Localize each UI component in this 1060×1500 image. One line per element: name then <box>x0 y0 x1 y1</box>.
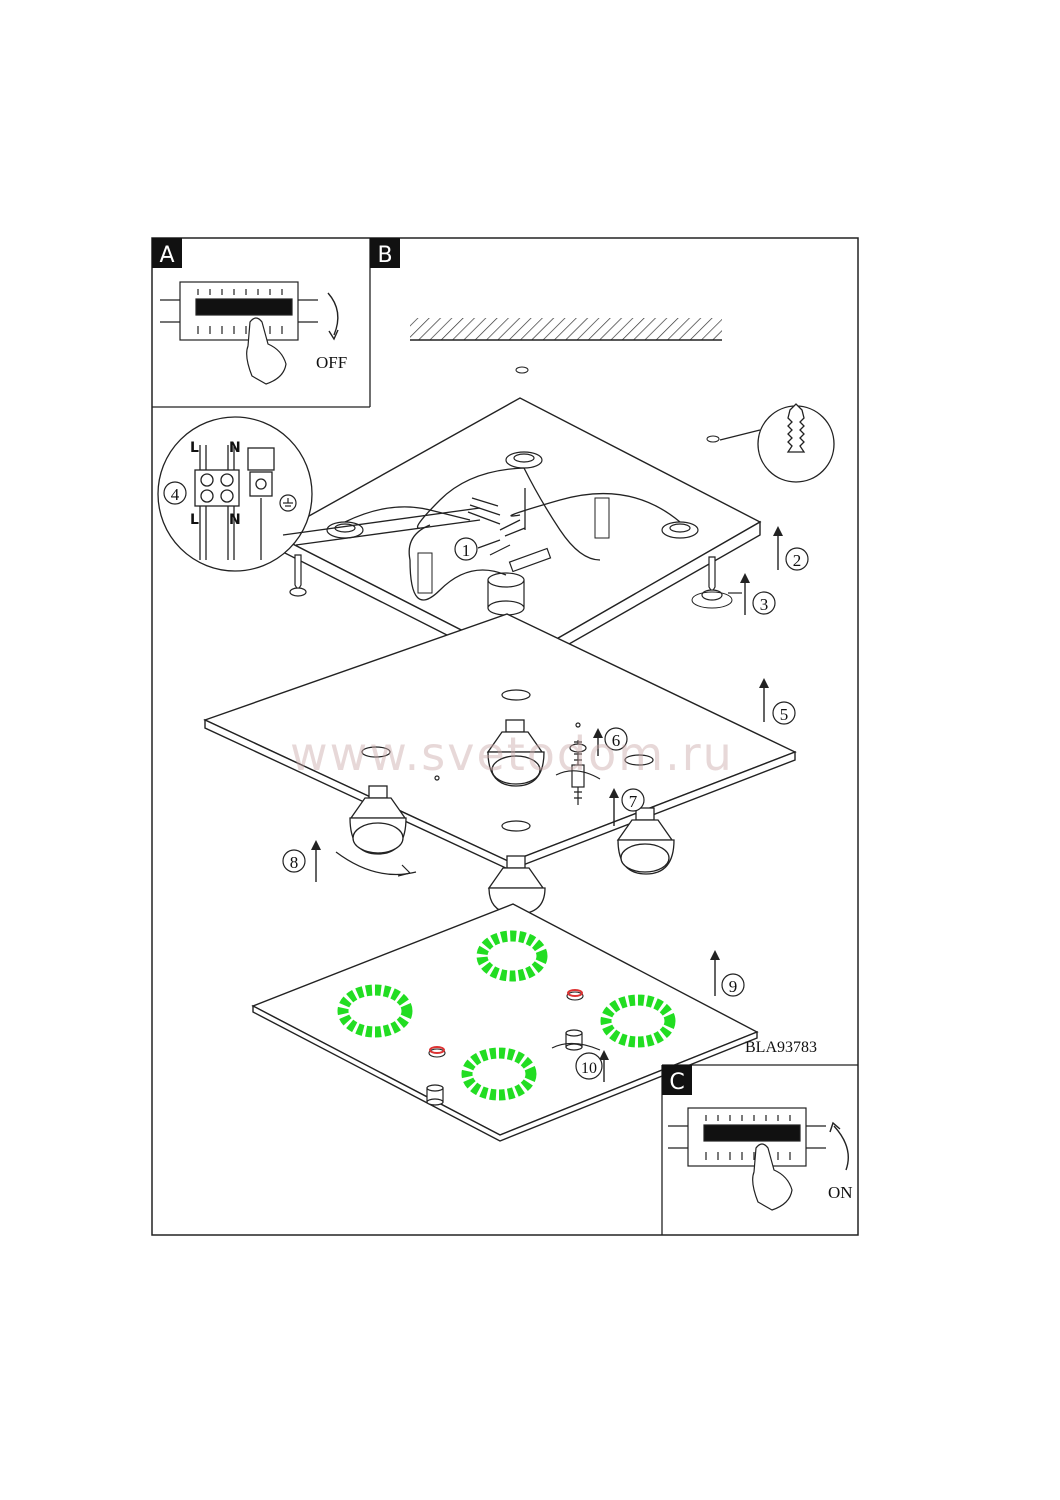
step-3-marker: 3 <box>728 573 776 615</box>
panel-c: C ON <box>661 1064 858 1235</box>
panel-c-label-box <box>662 1065 692 1095</box>
crystal-glass-plate <box>251 903 759 1142</box>
wall-plug-callout <box>719 403 835 483</box>
drill-hole <box>706 435 720 443</box>
svg-text:3: 3 <box>760 595 769 614</box>
panel-a: A OFF <box>152 238 371 408</box>
drill-hole <box>515 366 529 374</box>
svg-text:10: 10 <box>581 1060 597 1077</box>
panel-c-label: C <box>669 1070 684 1095</box>
gu10-bulb <box>487 855 546 915</box>
gu10-bulb <box>616 807 675 875</box>
hand-icon <box>752 1143 793 1211</box>
panel-b-label-box <box>370 238 400 268</box>
lamp-socket <box>661 521 699 539</box>
model-code: BLA93783 <box>745 1039 817 1056</box>
panel-b-label: B <box>377 243 392 268</box>
wiring-neutral-label-top: N <box>229 440 241 456</box>
breaker-panel-icon <box>160 281 318 341</box>
crystal-ring <box>461 1047 537 1101</box>
hand-icon <box>246 317 287 385</box>
cap-nut <box>565 1029 583 1051</box>
svg-text:6: 6 <box>612 731 621 750</box>
step-8-marker: 8 <box>282 840 417 882</box>
standoff <box>594 497 610 539</box>
breaker-panel-icon <box>668 1107 826 1167</box>
step-1-marker: 1 <box>454 537 511 561</box>
lamp-socket <box>505 451 543 469</box>
terminal-block <box>508 547 552 573</box>
step-6-marker: 6 <box>593 727 628 756</box>
wiring-detail-callout <box>157 416 481 572</box>
switch-off-label: OFF <box>316 353 347 372</box>
wiring-bundle <box>344 467 681 601</box>
on-arrow-icon <box>833 1125 849 1171</box>
step-7-marker: 7 <box>555 770 645 826</box>
crystal-ring <box>600 994 676 1048</box>
ceiling <box>410 318 722 341</box>
crystal-ring <box>337 984 413 1038</box>
screw-icon <box>289 554 307 597</box>
finial-nut <box>428 1046 446 1058</box>
svg-text:2: 2 <box>793 551 802 570</box>
svg-text:9: 9 <box>729 977 738 996</box>
switch-on-label: ON <box>828 1183 853 1202</box>
svg-text:5: 5 <box>780 705 789 724</box>
gu10-bulb <box>486 719 545 787</box>
watermark: www.svetodom.ru <box>290 727 734 781</box>
svg-text:7: 7 <box>629 792 638 811</box>
plate-holes <box>361 689 654 832</box>
standoff <box>417 552 433 594</box>
ground-icon <box>279 494 297 512</box>
panel-a-label: A <box>159 243 174 268</box>
svg-text:1: 1 <box>462 541 471 560</box>
lamp-socket <box>326 521 364 539</box>
cap-nut <box>426 1084 444 1106</box>
wiring-live-label-bottom: L <box>190 512 199 528</box>
step-9-marker: 9 <box>710 950 745 997</box>
panel-a-label-box <box>152 238 182 268</box>
lamp-socket <box>487 572 525 616</box>
svg-text:4: 4 <box>171 485 180 504</box>
step-4-marker: 4 <box>163 481 187 505</box>
gu10-bulb <box>349 785 407 855</box>
panel-b-label-group: B <box>370 238 400 268</box>
washer <box>569 743 587 753</box>
step-2-marker: 2 <box>773 526 809 571</box>
step-10-marker: 10 <box>551 1042 609 1082</box>
step-5-marker: 5 <box>759 678 796 725</box>
finial-nut <box>566 989 584 1001</box>
svg-text:8: 8 <box>290 853 299 872</box>
outer-frame <box>151 237 859 1236</box>
off-arrow-icon <box>327 292 339 336</box>
wiring-neutral-label-bottom: N <box>229 512 241 528</box>
wiring-live-label-top: L <box>190 440 199 456</box>
rotation-arrow-icon <box>691 591 733 609</box>
crystal-ring <box>476 930 548 982</box>
